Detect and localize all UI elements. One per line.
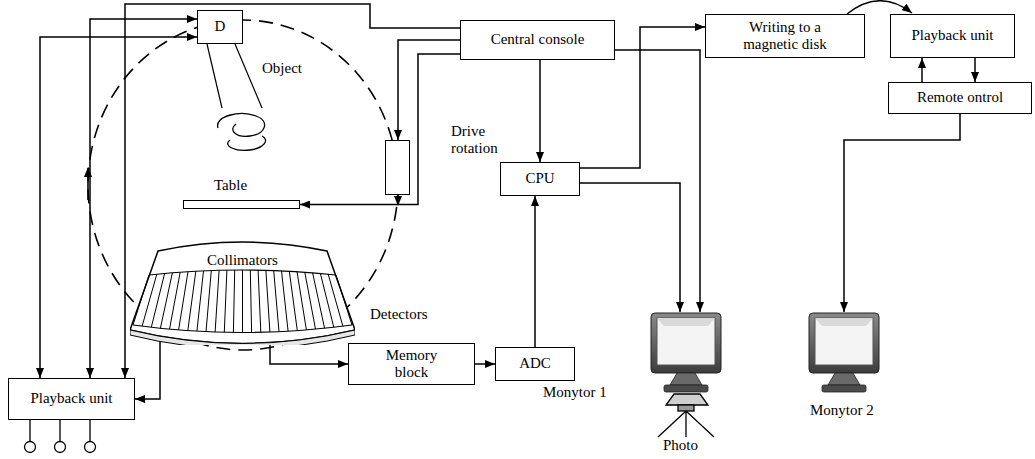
node-label: ADC <box>519 355 551 372</box>
collimator-ring: Collimators <box>130 235 355 345</box>
process-box: Central console <box>460 20 615 60</box>
connector-arrow <box>534 196 536 347</box>
drive-box: Drive rotation <box>385 140 410 195</box>
node-label: D <box>215 18 226 35</box>
photo-camera <box>658 394 714 437</box>
process-box: Playback unit <box>890 14 1015 58</box>
node-caption: Table <box>214 177 247 194</box>
part-label: Object <box>262 60 302 77</box>
connector-arrow <box>135 337 160 399</box>
connector-arrow <box>475 363 495 365</box>
connector-arrow <box>974 58 976 82</box>
playback-knobs <box>25 420 96 453</box>
process-box: Playback unit <box>8 378 135 420</box>
node-caption: Monytor 1 <box>543 384 607 401</box>
process-box: Memory block <box>348 343 475 385</box>
node-caption: Drive rotation <box>451 123 526 158</box>
rotation-path <box>88 20 398 350</box>
object-figure <box>228 136 266 150</box>
node-label: CPU <box>525 170 554 187</box>
connector-arrow <box>921 58 923 82</box>
monitor: Monytor 1 <box>650 312 722 394</box>
connector-arrow <box>300 54 460 205</box>
connector-arrow <box>125 4 460 378</box>
monitor: Monytor 2 <box>808 312 880 394</box>
process-box: ADC <box>495 347 575 381</box>
connector-arrow <box>539 60 541 162</box>
node-label: Playback unit <box>30 390 112 407</box>
connector-arrow <box>847 1 912 14</box>
part-label: Photo <box>663 437 698 454</box>
rotation-arrow <box>87 168 89 200</box>
beam-lines <box>207 44 262 108</box>
node-label: Collimators <box>207 252 278 269</box>
node-label: Central console <box>491 31 585 48</box>
connector-arrow <box>844 114 960 312</box>
detector-box: D <box>197 10 243 44</box>
object-figure <box>218 114 265 137</box>
node-label: Remote ontrol <box>917 89 1003 106</box>
process-box: CPU <box>500 162 580 196</box>
node-label: Memory block <box>380 347 444 382</box>
node-label: Writing to a magnetic disk <box>733 19 837 54</box>
monitor-icon <box>808 312 880 394</box>
process-box: Remote ontrol <box>888 82 1032 114</box>
connector-arrow <box>580 183 680 312</box>
process-box: Writing to a magnetic disk <box>705 14 865 58</box>
connector-arrow <box>398 40 460 140</box>
collimator-ring <box>130 235 355 345</box>
table-bar: Table <box>183 200 300 209</box>
node-label: Playback unit <box>911 27 993 44</box>
part-label: Detectors <box>370 306 427 323</box>
connector-arrow <box>615 50 700 312</box>
node-caption: Monytor 2 <box>810 402 874 419</box>
monitor-icon <box>650 312 722 394</box>
